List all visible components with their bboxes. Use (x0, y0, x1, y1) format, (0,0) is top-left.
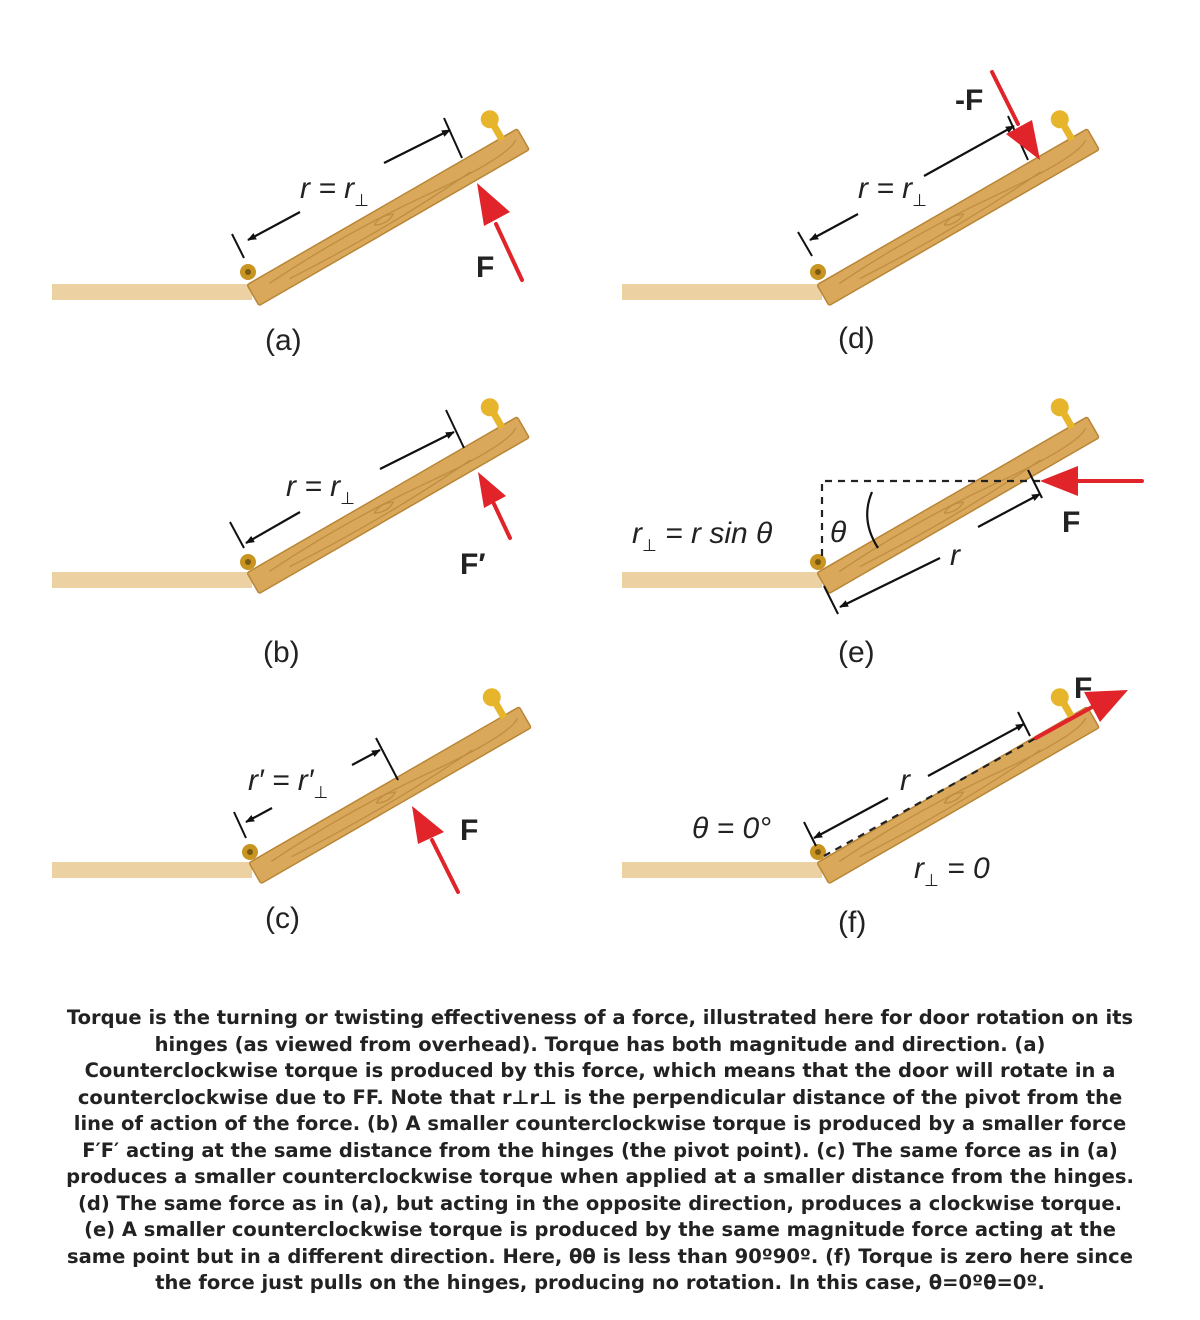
r-label: r = r⊥ (286, 470, 355, 508)
door (816, 416, 1100, 594)
figure-caption: Torque is the turning or twisting effect… (66, 1006, 1134, 1294)
angle-label: θ = 0° (692, 812, 771, 845)
r-dimension-arrow (839, 557, 941, 608)
force-arrow (412, 806, 460, 894)
panel-label-b: (b) (263, 636, 300, 669)
angle-label: θ (830, 516, 847, 549)
r-dimension-arrow (245, 511, 301, 544)
force-label: -F (955, 84, 983, 117)
panel-label-f: (f) (838, 906, 866, 939)
floor (622, 572, 822, 588)
line-of-action (823, 737, 1037, 857)
door-knob-icon (482, 688, 508, 720)
hinge-icon (242, 844, 258, 860)
r-dimension-arrow (245, 807, 273, 823)
panel-d: r = r⊥ -F (d) (622, 70, 1100, 355)
force-label: F (476, 251, 494, 284)
force-arrow (990, 70, 1040, 160)
floor (52, 862, 252, 878)
r-dimension-arrow (809, 213, 859, 241)
panel-a: r = r⊥ F (a) (52, 110, 530, 357)
panel-e: θ r r⊥ = r sin θ F (e) (622, 398, 1144, 669)
hinge-icon (240, 264, 256, 280)
force-label: F (1074, 672, 1092, 705)
angle-arc (866, 491, 879, 549)
door (816, 128, 1100, 306)
floor (52, 284, 252, 300)
r-label: r = r⊥ (858, 172, 927, 210)
r-label: r = r⊥ (300, 172, 369, 210)
door (246, 416, 530, 594)
panel-label-e: (e) (838, 636, 875, 669)
door-knob-icon (1050, 110, 1076, 142)
r-perp-formula: r⊥ = 0 (914, 852, 990, 890)
force-arrow (478, 472, 512, 540)
door (248, 706, 532, 884)
force-label: F (460, 814, 478, 847)
floor (622, 862, 822, 878)
force-label: F′ (460, 548, 486, 581)
r-perp-formula: r⊥ = r sin θ (632, 517, 773, 555)
force-arrow (477, 183, 524, 282)
door-knob-icon (480, 398, 506, 430)
hinge-icon (810, 264, 826, 280)
panel-c: r′ = r′⊥ F (c) (52, 688, 532, 935)
door (246, 128, 530, 306)
r-label: r (900, 764, 911, 797)
hinge-icon (810, 844, 826, 860)
r-label: r′ = r′⊥ (248, 764, 328, 802)
door-knob-icon (1050, 398, 1076, 430)
floor (622, 284, 822, 300)
torque-diagram-figure: r = r⊥ F (a) r = r⊥ F′ (b) (52, 70, 1144, 939)
panel-label-d: (d) (838, 322, 875, 355)
hinge-icon (810, 554, 826, 570)
panel-b: r = r⊥ F′ (b) (52, 398, 530, 669)
r-dimension-arrow (813, 797, 889, 839)
door-knob-icon (480, 110, 506, 142)
floor (52, 572, 252, 588)
hinge-icon (240, 554, 256, 570)
force-label: F (1062, 506, 1080, 539)
panel-f: r θ = 0° r⊥ = 0 F (f) (622, 672, 1128, 939)
panel-label-c: (c) (265, 902, 300, 935)
force-arrow (1040, 466, 1144, 496)
r-label: r (950, 539, 961, 572)
door-knob-icon (1050, 688, 1076, 720)
panel-label-a: (a) (265, 324, 302, 357)
force-arrow (1034, 690, 1128, 740)
r-dimension-arrow (247, 211, 301, 241)
